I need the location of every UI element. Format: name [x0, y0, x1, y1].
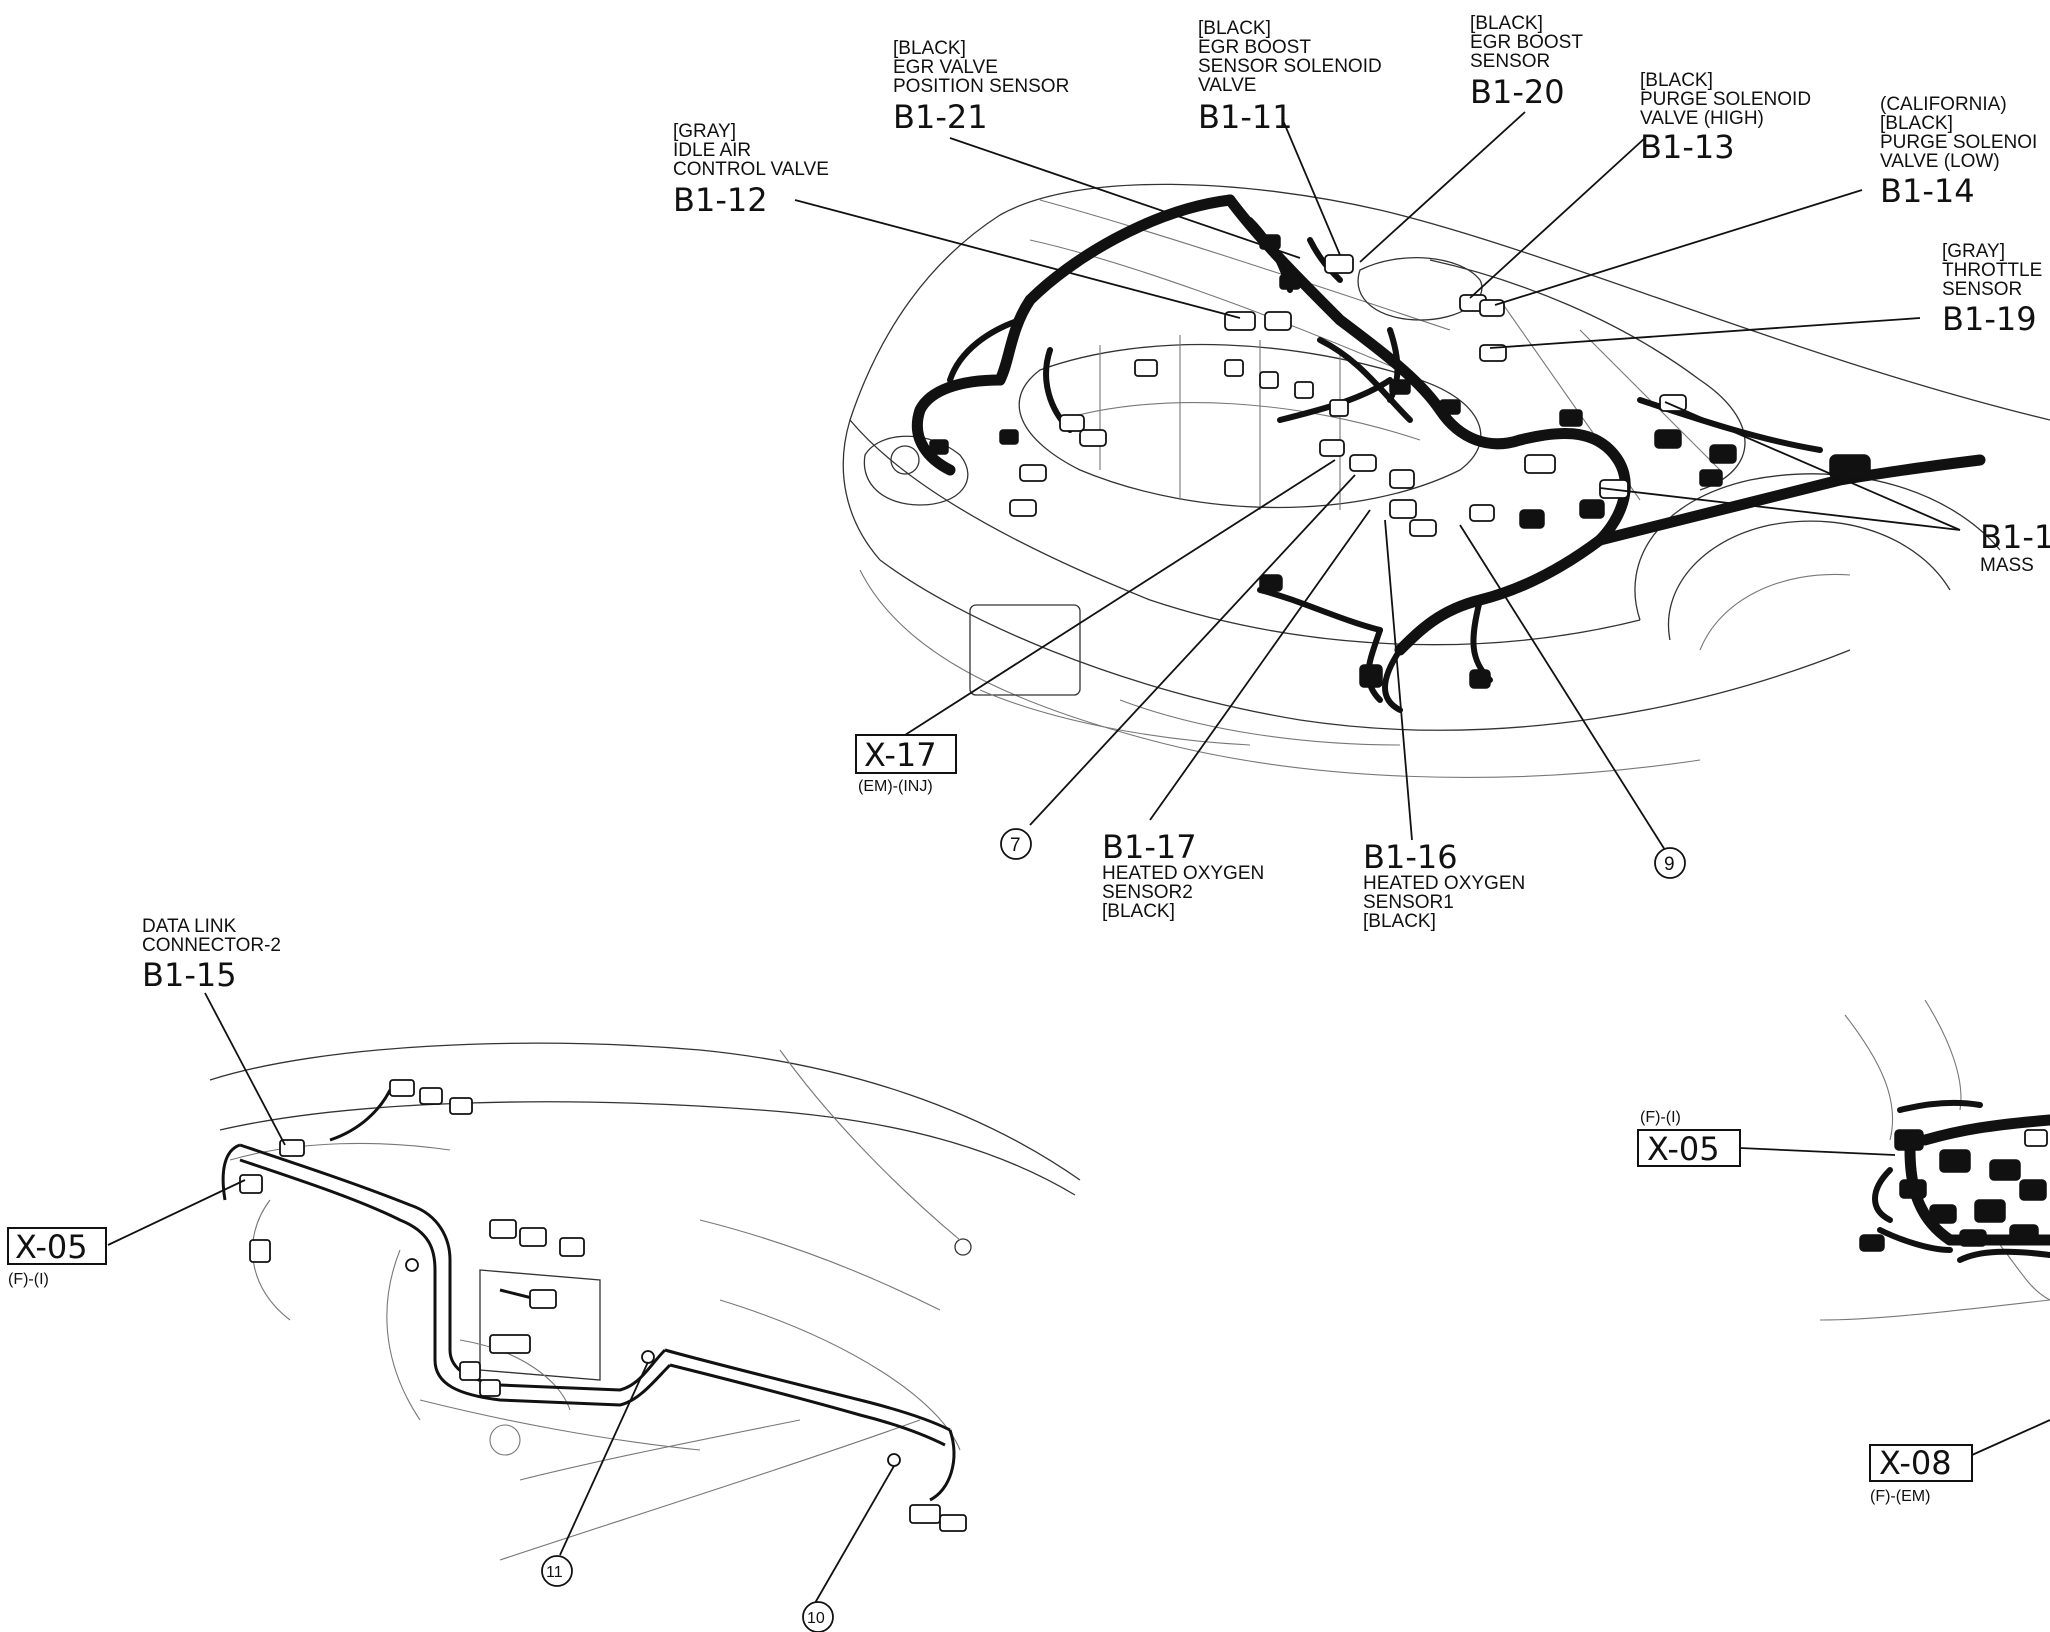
label-heated-oxygen-sensor1: B1-16 HEATED OXYGEN SENSOR1 [BLACK] — [1363, 838, 1525, 932]
label-line1: EGR BOOST — [1198, 37, 1311, 58]
connector-box-x05 — [7, 1227, 107, 1265]
label-line1: PURGE SOLENOI — [1880, 132, 2037, 153]
callout-10: 10 — [802, 1601, 834, 1632]
connector-code-b1-19: B1-19 — [1942, 300, 2037, 338]
label-x17: X-17 (EM)-(INJ) — [855, 734, 957, 795]
callout-number: 9 — [1664, 854, 1675, 875]
connector-code-x-17: X-17 — [864, 736, 937, 774]
connector-box-x05 — [1637, 1129, 1741, 1167]
label-x08: X-08 (F)-(EM) — [1869, 1444, 1973, 1505]
callout-number: 7 — [1010, 835, 1021, 856]
label-line2: CONTROL VALVE — [673, 159, 829, 180]
label-line1: MASS — [1980, 555, 2034, 576]
callout-7: 7 — [1000, 828, 1032, 860]
label-line3: VALVE — [1198, 75, 1256, 96]
label-line1: THROTTLE — [1942, 260, 2042, 281]
connector-code-b1-12: B1-12 — [673, 181, 768, 219]
front-leader-lines — [1739, 1147, 2050, 1456]
connector-sub: (F)-(I) — [8, 1271, 49, 1288]
label-line1: PURGE SOLENOID — [1640, 89, 1811, 110]
label-egr-boost-sensor: [BLACK] EGR BOOST SENSOR B1-20 — [1470, 13, 1583, 111]
label-line1: HEATED OXYGEN — [1102, 863, 1264, 884]
label-line2: CONNECTOR-2 — [142, 935, 281, 956]
connector-code-x-08: X-08 — [1879, 1444, 1952, 1482]
label-line2: SENSOR — [1470, 51, 1550, 72]
label-egr-valve-position-sensor: [BLACK] EGR VALVE POSITION SENSOR B1-21 — [893, 38, 1069, 136]
label-data-link-connector-2: DATA LINK CONNECTOR-2 B1-15 — [142, 916, 281, 994]
label-mass-air-flow: B1-1 MASS — [1980, 518, 2050, 576]
engine-leader-lines — [794, 111, 1961, 851]
label-line2: SENSOR1 — [1363, 892, 1454, 913]
label-color: [GRAY] — [673, 121, 736, 142]
label-line1: EGR BOOST — [1470, 32, 1583, 53]
label-purge-solenoid-valve-low: (CALIFORNIA) [BLACK] PURGE SOLENOI VALVE… — [1880, 94, 2037, 210]
connector-code-b1-13: B1-13 — [1640, 128, 1735, 166]
connector-code-b1-21: B1-21 — [893, 98, 988, 136]
connector-code-b1-1: B1-1 — [1980, 518, 2050, 556]
connector-code-b1-11: B1-11 — [1198, 98, 1293, 136]
front-harness-illustration — [1819, 999, 2050, 1321]
label-color: [BLACK] — [1363, 911, 1436, 932]
label-color: [GRAY] — [1942, 241, 2005, 262]
label-purge-solenoid-valve-high: [BLACK] PURGE SOLENOID VALVE (HIGH) B1-1… — [1640, 70, 1811, 166]
label-color: [BLACK] — [1640, 70, 1713, 91]
label-x05-right: (F)-(I) X-05 — [1637, 1109, 1741, 1168]
dashboard-illustration — [209, 1042, 1081, 1561]
connector-code-x-05: X-05 — [1647, 1130, 1720, 1168]
callout-11: 11 — [541, 1555, 573, 1587]
label-idle-air-control-valve: [GRAY] IDLE AIR CONTROL VALVE B1-12 — [673, 121, 829, 219]
label-x05-left: X-05 (F)-(I) — [7, 1227, 107, 1288]
engine-compartment-illustration — [842, 183, 2050, 778]
label-note: (CALIFORNIA) — [1880, 94, 2007, 115]
label-egr-boost-sensor-solenoid-valve: [BLACK] EGR BOOST SENSOR SOLENOID VALVE … — [1198, 18, 1382, 136]
label-line2: VALVE (HIGH) — [1640, 108, 1764, 129]
connector-sub: (F)-(EM) — [1870, 1488, 1930, 1505]
connector-code-b1-15: B1-15 — [142, 956, 237, 994]
label-color: [BLACK] — [893, 38, 966, 59]
connector-box-x17 — [855, 734, 957, 774]
label-color: [BLACK] — [1880, 113, 1953, 134]
connector-sub: (EM)-(INJ) — [858, 778, 933, 795]
connector-code-b1-14: B1-14 — [1880, 172, 1975, 210]
label-color: [BLACK] — [1102, 901, 1175, 922]
callout-9: 9 — [1654, 847, 1686, 879]
connector-code-x-05: X-05 — [15, 1228, 88, 1266]
connector-code-b1-16: B1-16 — [1363, 838, 1458, 876]
callout-number: 11 — [546, 1564, 563, 1581]
label-line2: SENSOR — [1942, 279, 2022, 300]
label-color: [BLACK] — [1198, 18, 1271, 39]
label-line2: POSITION SENSOR — [893, 76, 1069, 97]
label-line2: SENSOR2 — [1102, 882, 1193, 903]
label-color: [BLACK] — [1470, 13, 1543, 34]
label-throttle-sensor: [GRAY] THROTTLE SENSOR B1-19 — [1942, 241, 2042, 338]
label-line1: EGR VALVE — [893, 57, 998, 78]
label-line2: SENSOR SOLENOID — [1198, 56, 1382, 77]
callout-number: 10 — [807, 1610, 825, 1627]
label-line1: IDLE AIR — [673, 140, 751, 161]
label-line2: VALVE (LOW) — [1880, 151, 2000, 172]
label-line1: DATA LINK — [142, 916, 237, 937]
connector-code-b1-17: B1-17 — [1102, 828, 1197, 866]
connector-code-b1-20: B1-20 — [1470, 73, 1565, 111]
connector-sub: (F)-(I) — [1640, 1109, 1681, 1126]
connector-box-x08 — [1869, 1444, 1973, 1482]
label-heated-oxygen-sensor2: B1-17 HEATED OXYGEN SENSOR2 [BLACK] — [1102, 828, 1264, 922]
label-line1: HEATED OXYGEN — [1363, 873, 1525, 894]
dashboard-leader-lines — [107, 992, 895, 1604]
